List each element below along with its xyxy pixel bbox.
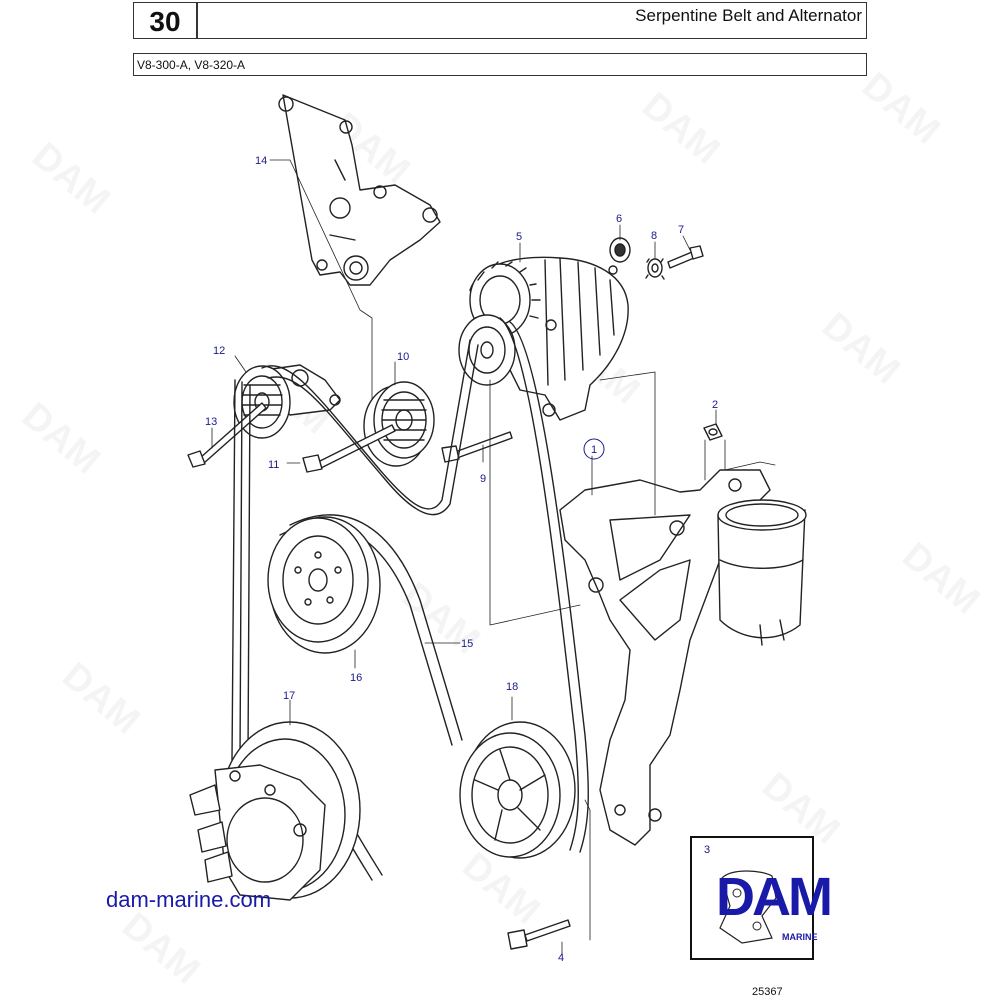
callout-17: 17	[283, 690, 295, 702]
callout-10: 10	[397, 351, 409, 363]
watermark: DAM	[854, 65, 947, 153]
tensioner-bracket-icon	[278, 94, 441, 286]
watermark: DAM	[454, 845, 547, 933]
callout-labels: 1 2 4 5 6 7 8 9 10 11 12 13 14 15 16 17 …	[205, 155, 718, 964]
callout-14: 14	[255, 155, 267, 167]
water-pump-icon	[189, 721, 361, 901]
callout-15: 15	[461, 638, 473, 650]
watermark: DAM	[14, 395, 107, 483]
callout-2: 2	[712, 399, 718, 411]
nut-icon	[703, 423, 723, 441]
idler-pulley-icon	[363, 381, 435, 467]
pump-pulley-icon	[459, 721, 576, 859]
site-url: dam-marine.com	[106, 887, 272, 912]
callout-16: 16	[350, 672, 362, 684]
watermark: DAM	[894, 535, 987, 623]
callout-18: 18	[506, 681, 518, 693]
callout-7: 7	[678, 224, 684, 236]
callout-1: 1	[591, 444, 597, 456]
callout-11: 11	[268, 459, 279, 471]
engine-models: V8-300-A, V8-320-A	[133, 53, 867, 76]
callout-1-circle	[583, 438, 605, 460]
callout-13: 13	[205, 416, 217, 428]
logo-inset-frame: 3	[690, 836, 814, 960]
watermark: DAM	[634, 85, 727, 173]
watermark: DAM	[54, 655, 147, 743]
brand-logo-subtitle: MARINE	[782, 932, 818, 942]
brand-logo: DAM	[716, 867, 833, 927]
watermark: DAM	[394, 575, 487, 663]
alternator-icon	[469, 256, 629, 421]
filter-housing-icon	[717, 499, 807, 646]
callout-5: 5	[516, 231, 522, 243]
leader-lines	[211, 159, 776, 956]
crank-pulley-icon	[267, 516, 381, 654]
bolt-icon	[507, 919, 571, 950]
callout-9: 9	[480, 473, 486, 485]
watermark: DAM	[114, 905, 207, 993]
alternator-pulley-icon	[458, 314, 516, 386]
washer-icon	[609, 237, 631, 263]
callout-8: 8	[651, 230, 657, 242]
section-number: 30	[133, 2, 197, 39]
drawing-number: 25367	[752, 986, 783, 998]
callout-12: 12	[213, 345, 225, 357]
watermark: DAM	[24, 135, 117, 223]
page-title: Serpentine Belt and Alternator	[197, 2, 867, 39]
callout-4: 4	[558, 952, 564, 964]
mounting-bracket-icon	[559, 469, 771, 846]
callout-6: 6	[616, 213, 622, 225]
watermark: DAM	[814, 305, 907, 393]
bolt-icon	[667, 245, 704, 269]
logo-inset-icon	[719, 870, 777, 944]
callout-3: 3	[704, 844, 711, 856]
lock-washer-icon	[645, 258, 665, 280]
